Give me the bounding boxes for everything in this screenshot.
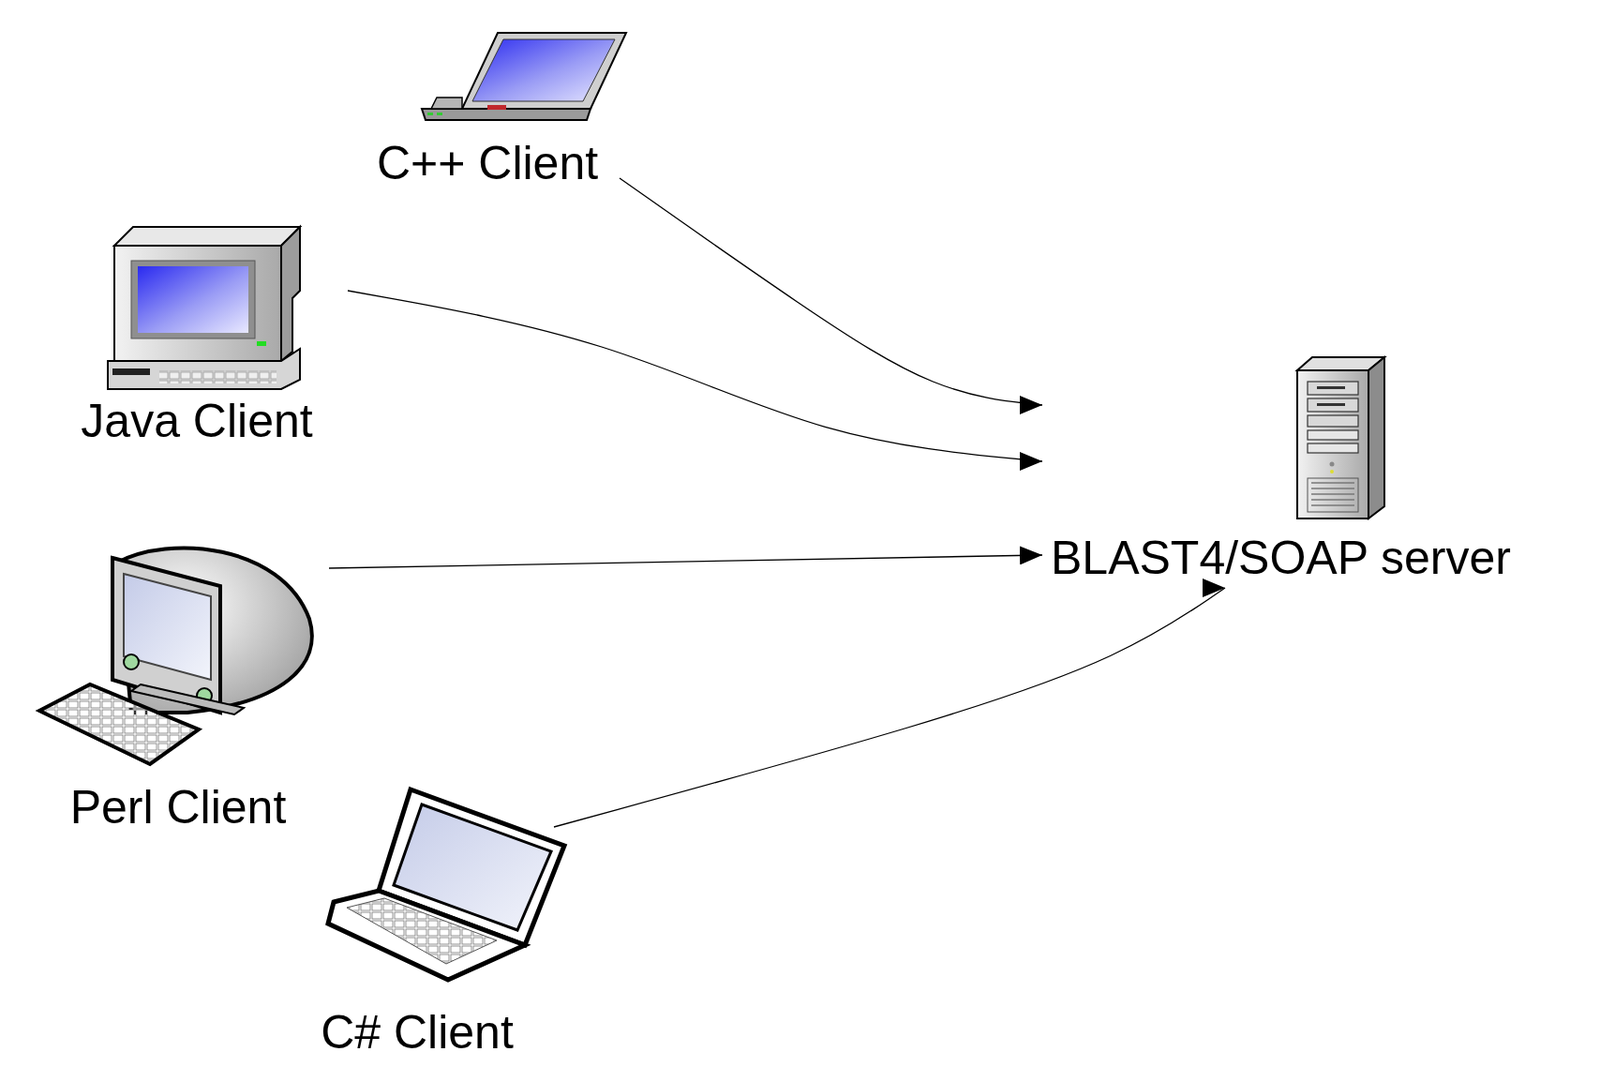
connector-arrow [619, 178, 1043, 405]
connector-arrow [328, 554, 1043, 569]
server-tower-icon [1297, 357, 1385, 519]
connector-arrow [347, 290, 1043, 462]
node-label: Perl Client [64, 780, 293, 836]
node-label: C++ Client [371, 136, 604, 192]
server-node: BLAST4/SOAP server [1045, 348, 1571, 585]
node-label: BLAST4/SOAP server [1045, 531, 1517, 586]
crt-computer-icon [39, 547, 313, 764]
client-node: Perl Client [28, 536, 329, 835]
connector-arrow [553, 587, 1226, 827]
client-node: Java Client [46, 221, 347, 449]
laptop-icon [421, 32, 627, 120]
desktop-icon [107, 226, 300, 389]
laptop-icon [328, 789, 565, 980]
client-node: C++ Client [356, 26, 619, 191]
node-label: Java Client [74, 394, 318, 449]
node-label: C# Client [314, 1005, 520, 1061]
client-node: C# Client [281, 783, 554, 1060]
